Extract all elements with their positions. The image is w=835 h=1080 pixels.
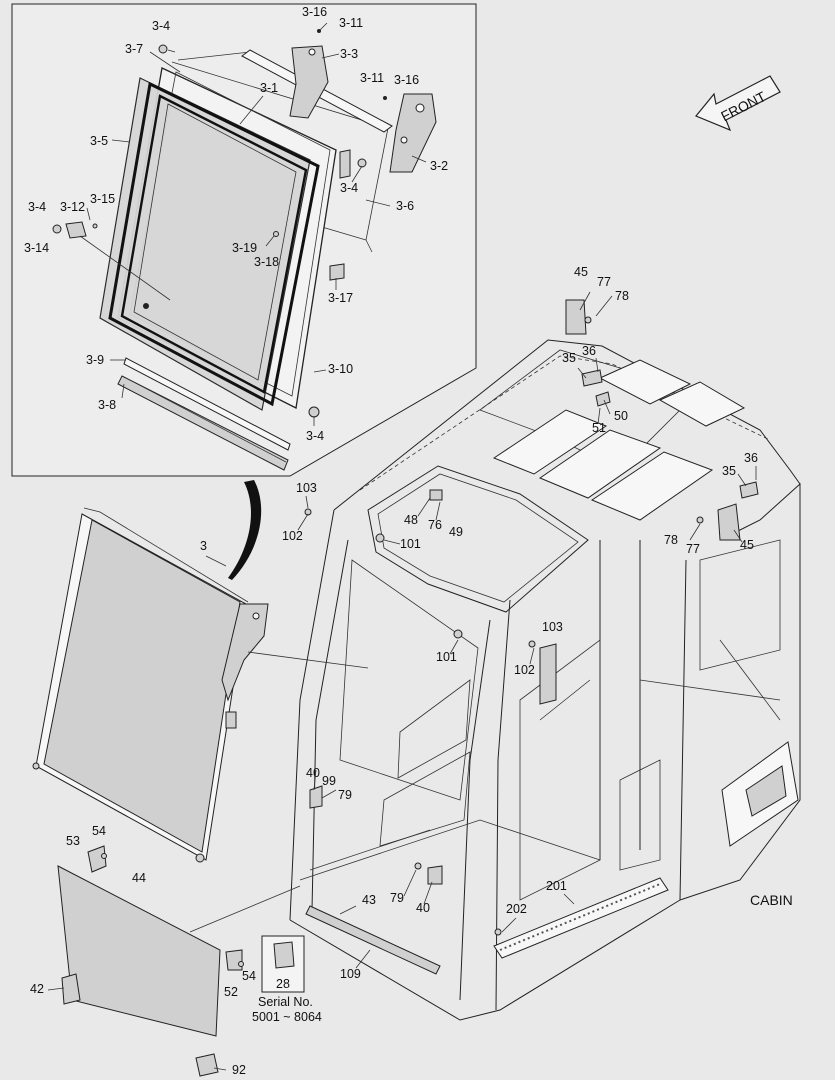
label-3-3: 3-3 — [340, 47, 358, 61]
label-3-10: 3-10 — [328, 362, 353, 376]
label-109: 109 — [340, 967, 361, 981]
label-35b: 35 — [722, 464, 736, 478]
label-76: 76 — [428, 518, 442, 532]
label-35a: 35 — [562, 351, 576, 365]
label-78a: 78 — [615, 289, 629, 303]
label-99: 99 — [322, 774, 336, 788]
label-3-4a: 3-4 — [152, 19, 170, 33]
label-202: 202 — [506, 902, 527, 916]
label-101b: 101 — [436, 650, 457, 664]
label-3-11b: 3-11 — [360, 71, 384, 85]
part-28-box — [261, 935, 305, 993]
label-40b: 40 — [416, 901, 430, 915]
label-45a: 45 — [574, 265, 588, 279]
label-3-11a: 3-11 — [339, 16, 363, 30]
label-3-9: 3-9 — [86, 353, 104, 367]
label-3-4d: 3-4 — [306, 429, 324, 443]
label-3: 3 — [200, 539, 207, 553]
label-42: 42 — [30, 982, 44, 996]
label-79b: 79 — [390, 891, 404, 905]
label-54a: 54 — [92, 824, 106, 838]
label-3-12: 3-12 — [60, 200, 85, 214]
label-102a: 102 — [282, 529, 303, 543]
label-3-6: 3-6 — [396, 199, 414, 213]
label-48: 48 — [404, 513, 418, 527]
label-3-5: 3-5 — [90, 134, 108, 148]
label-201: 201 — [546, 879, 567, 893]
label-40a: 40 — [306, 766, 320, 780]
label-3-7: 3-7 — [125, 42, 143, 56]
label-3-19: 3-19 — [232, 241, 257, 255]
label-3-15: 3-15 — [90, 192, 115, 206]
label-53: 53 — [66, 834, 80, 848]
label-102b: 102 — [514, 663, 535, 677]
label-28: 28 — [276, 977, 290, 991]
label-3-2: 3-2 — [430, 159, 448, 173]
serial-label: Serial No. — [258, 995, 313, 1009]
label-3-8: 3-8 — [98, 398, 116, 412]
label-3-4c: 3-4 — [28, 200, 46, 214]
label-52: 52 — [224, 985, 238, 999]
label-79a: 79 — [338, 788, 352, 802]
label-3-1: 3-1 — [260, 81, 278, 95]
label-36a: 36 — [582, 344, 596, 358]
label-50: 50 — [614, 409, 628, 423]
label-49: 49 — [449, 525, 463, 539]
cabin-body — [289, 299, 801, 1021]
lower-window-panel — [57, 845, 301, 1077]
label-51: 51 — [592, 421, 606, 435]
label-103a: 103 — [296, 481, 317, 495]
label-54b: 54 — [242, 969, 256, 983]
label-3-16a: 3-16 — [302, 5, 327, 19]
serial-range: 5001 ~ 8064 — [252, 1010, 322, 1024]
label-77a: 77 — [597, 275, 611, 289]
label-3-17: 3-17 — [328, 291, 353, 305]
window-detail-inset — [11, 3, 477, 477]
label-43: 43 — [362, 893, 376, 907]
label-45b: 45 — [740, 538, 754, 552]
label-78b: 78 — [664, 533, 678, 547]
label-3-18: 3-18 — [254, 255, 279, 269]
cabin-label: CABIN — [750, 892, 793, 908]
label-77b: 77 — [686, 542, 700, 556]
label-3-16b: 3-16 — [394, 73, 419, 87]
label-36b: 36 — [744, 451, 758, 465]
label-103b: 103 — [542, 620, 563, 634]
leader-lines — [47, 291, 757, 1071]
label-3-4b: 3-4 — [340, 181, 358, 195]
front-arrow-icon — [695, 75, 781, 132]
front-window-panel — [32, 507, 369, 863]
label-92: 92 — [232, 1063, 246, 1077]
label-101a: 101 — [400, 537, 421, 551]
label-3-14: 3-14 — [24, 241, 49, 255]
label-44: 44 — [132, 871, 146, 885]
